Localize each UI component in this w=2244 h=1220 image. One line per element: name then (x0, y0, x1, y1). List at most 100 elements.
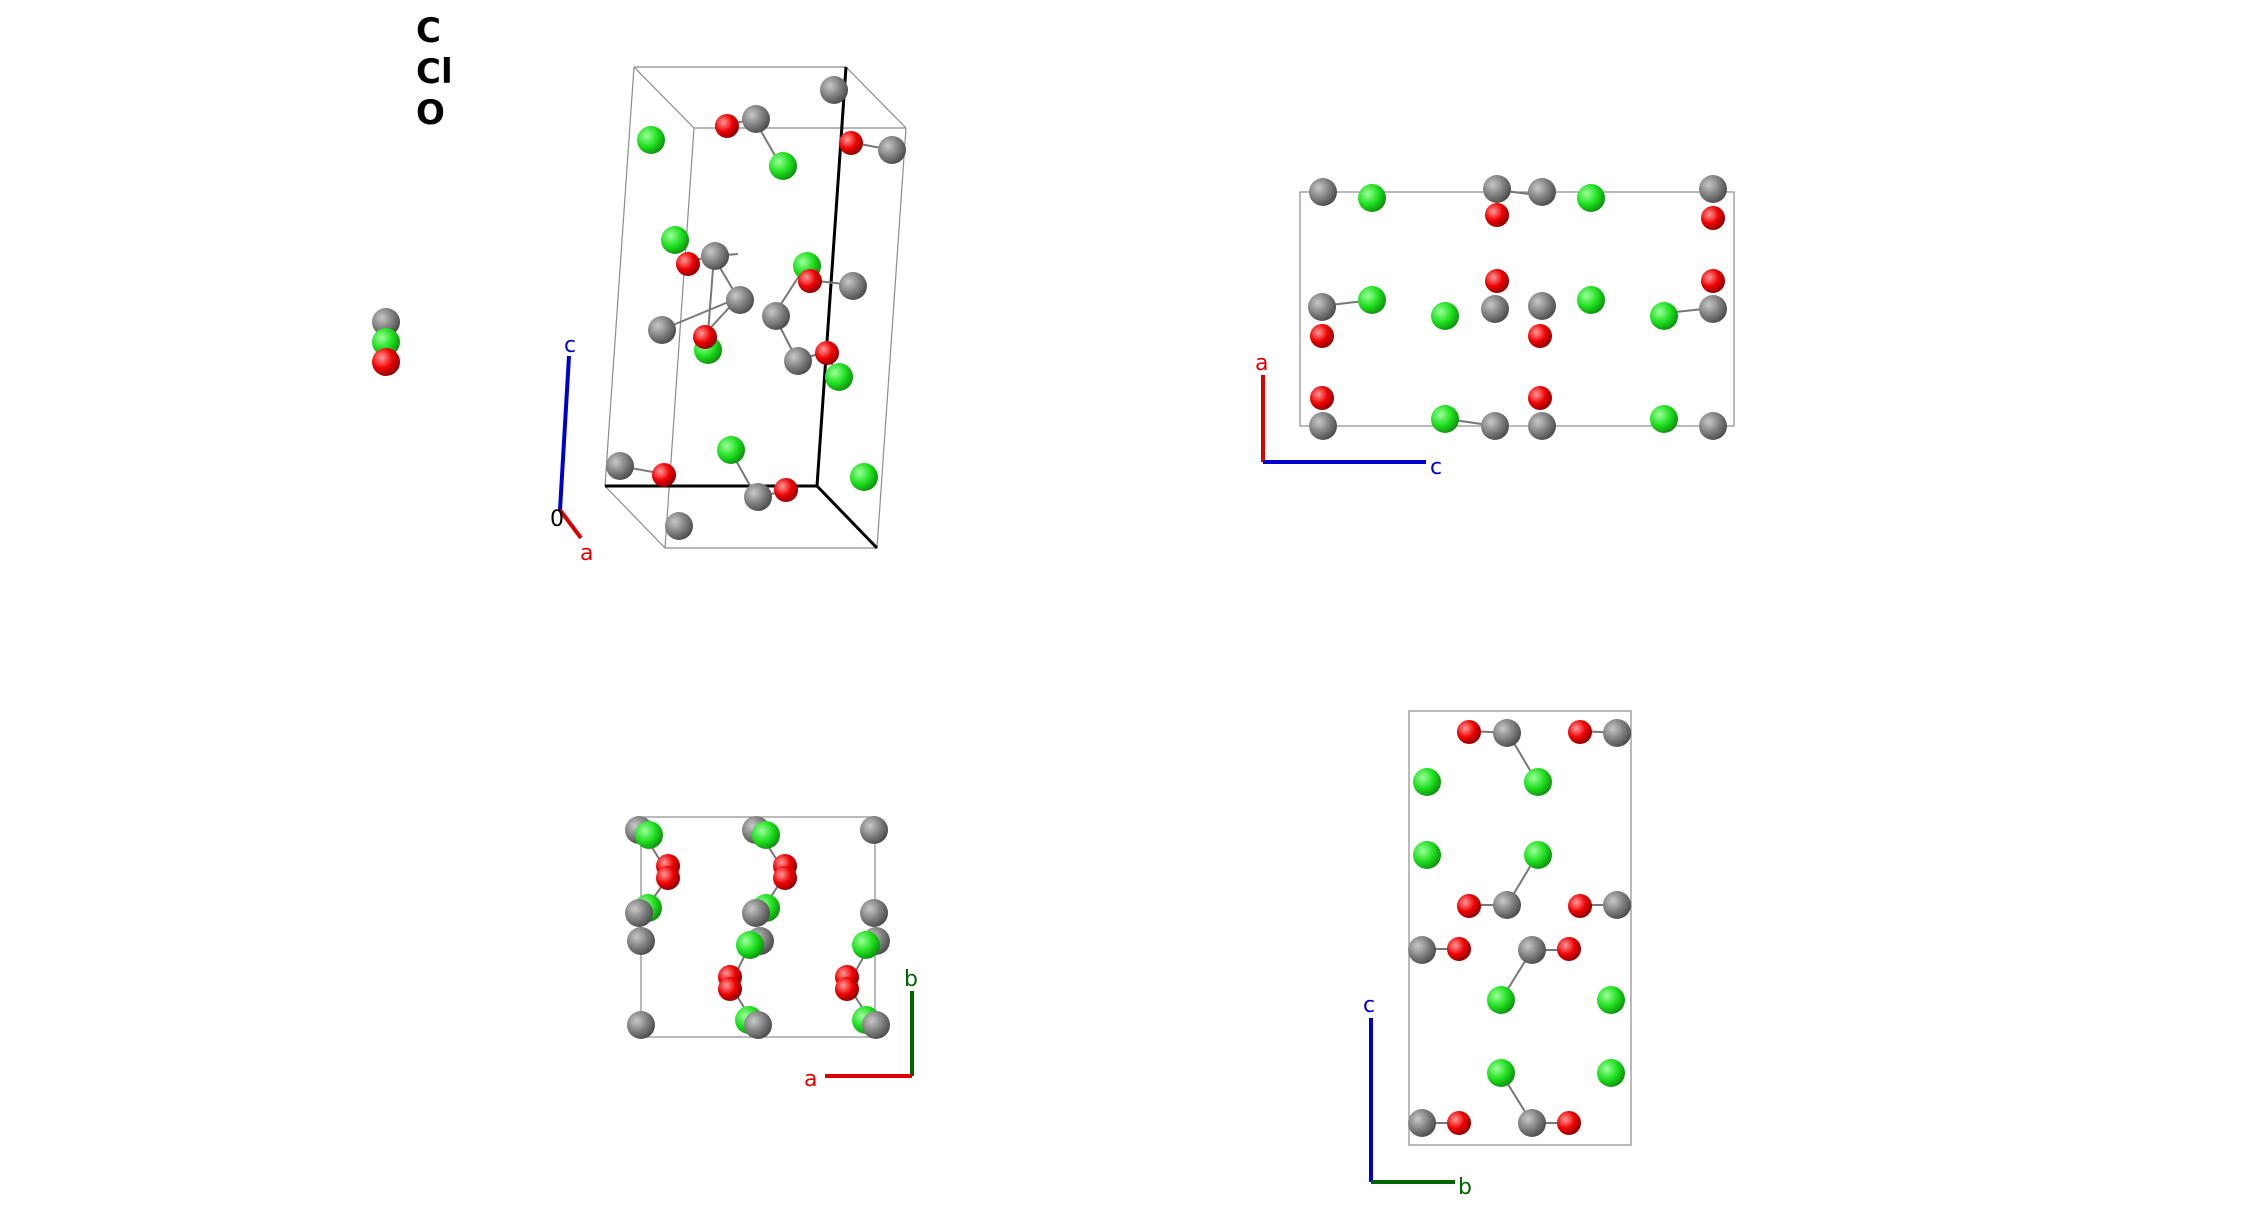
atom-c (627, 1011, 655, 1039)
atom-c (784, 347, 812, 375)
atom-o (718, 977, 742, 1001)
atom-c (1309, 412, 1337, 440)
atom-c (726, 286, 754, 314)
atom-c (625, 899, 653, 927)
atom-cl (1487, 1059, 1515, 1087)
atom-cl (1597, 986, 1625, 1014)
atom-c (1483, 175, 1511, 203)
atom-c (1603, 719, 1631, 747)
a-axis-label: a (1255, 351, 1268, 376)
atom-o (676, 252, 700, 276)
atom-o (774, 478, 798, 502)
element-legend: C Cl O (416, 11, 453, 133)
atom-c (665, 512, 693, 540)
c-axis-label: c (564, 333, 576, 358)
atom-o (1528, 386, 1552, 410)
view-along-c-panel: b a (625, 816, 918, 1092)
atom-o (798, 269, 822, 293)
atom-cl (372, 328, 400, 356)
atom-c (1528, 412, 1556, 440)
axis-triad: c b (1363, 993, 1472, 1200)
atom-o (1568, 720, 1592, 744)
atom-cl (1358, 184, 1386, 212)
atom-cl (717, 436, 745, 464)
atom-o (1310, 386, 1334, 410)
axis-triad: c 0 a (550, 333, 593, 566)
a-axis-label: a (804, 1067, 817, 1092)
c-axis-line (558, 355, 571, 511)
atom-c (878, 136, 906, 164)
atom-o (1557, 1111, 1581, 1135)
atom-o (372, 348, 400, 376)
atom-c (701, 242, 729, 270)
atoms (1308, 175, 1727, 440)
atom-c (1481, 295, 1509, 323)
atom-c (1699, 412, 1727, 440)
atom-c (1493, 891, 1521, 919)
atom-c (1518, 936, 1546, 964)
atom-c (1308, 293, 1336, 321)
b-axis-label: b (904, 967, 918, 992)
perspective-view-panel: c 0 a (550, 66, 907, 566)
origin-label: 0 (550, 507, 564, 532)
atom-c (860, 899, 888, 927)
atom-c (839, 272, 867, 300)
atom-cl (1577, 286, 1605, 314)
atom-cl (1577, 184, 1605, 212)
atom-cl (852, 931, 880, 959)
atoms (1408, 719, 1631, 1137)
atom-o (839, 131, 863, 155)
atom-o (715, 114, 739, 138)
axis-triad: b a (804, 967, 918, 1092)
atom-o (835, 977, 859, 1001)
atom-cl (752, 821, 780, 849)
atom-c (1493, 719, 1521, 747)
b-axis-label: b (1458, 1175, 1472, 1200)
atom-c (860, 816, 888, 844)
atom-cl (1597, 1059, 1625, 1087)
atom-cl (1524, 841, 1552, 869)
c-axis-label: c (1430, 455, 1442, 480)
c-axis-label: c (1363, 993, 1375, 1018)
atom-o (1701, 269, 1725, 293)
atom-c (372, 308, 400, 336)
atom-o (1701, 206, 1725, 230)
legend-label-o: O (416, 93, 445, 133)
atom-cl (637, 126, 665, 154)
atom-c (1699, 175, 1727, 203)
atom-o (773, 866, 797, 890)
side-view-stack (372, 308, 400, 376)
atom-c (1408, 936, 1436, 964)
atom-c (1481, 412, 1509, 440)
atom-c (606, 452, 634, 480)
atom-cl (1413, 841, 1441, 869)
atoms (625, 816, 890, 1039)
atom-c (1699, 295, 1727, 323)
atom-cl (1431, 302, 1459, 330)
atom-o (1447, 937, 1471, 961)
view-along-b-panel: a c (1255, 175, 1735, 480)
view-along-a-panel: c b (1363, 710, 1632, 1200)
atom-cl (1524, 768, 1552, 796)
axis-triad: a c (1255, 351, 1442, 480)
atom-o (1457, 720, 1481, 744)
atom-c (1603, 891, 1631, 919)
atom-cl (1413, 768, 1441, 796)
atom-c (744, 483, 772, 511)
bonds (1422, 730, 1619, 1124)
atom-c (1408, 1109, 1436, 1137)
atom-cl (1650, 302, 1678, 330)
atom-c (648, 316, 676, 344)
atom-c (820, 76, 848, 104)
atom-c (862, 1011, 890, 1039)
atom-cl (635, 821, 663, 849)
atom-o (656, 866, 680, 890)
atom-cl (850, 463, 878, 491)
atom-cl (1487, 986, 1515, 1014)
atom-o (1568, 894, 1592, 918)
atom-cl (1431, 405, 1459, 433)
atom-cl (1358, 286, 1386, 314)
atom-cl (769, 152, 797, 180)
atom-o (1485, 269, 1509, 293)
atom-o (1457, 894, 1481, 918)
